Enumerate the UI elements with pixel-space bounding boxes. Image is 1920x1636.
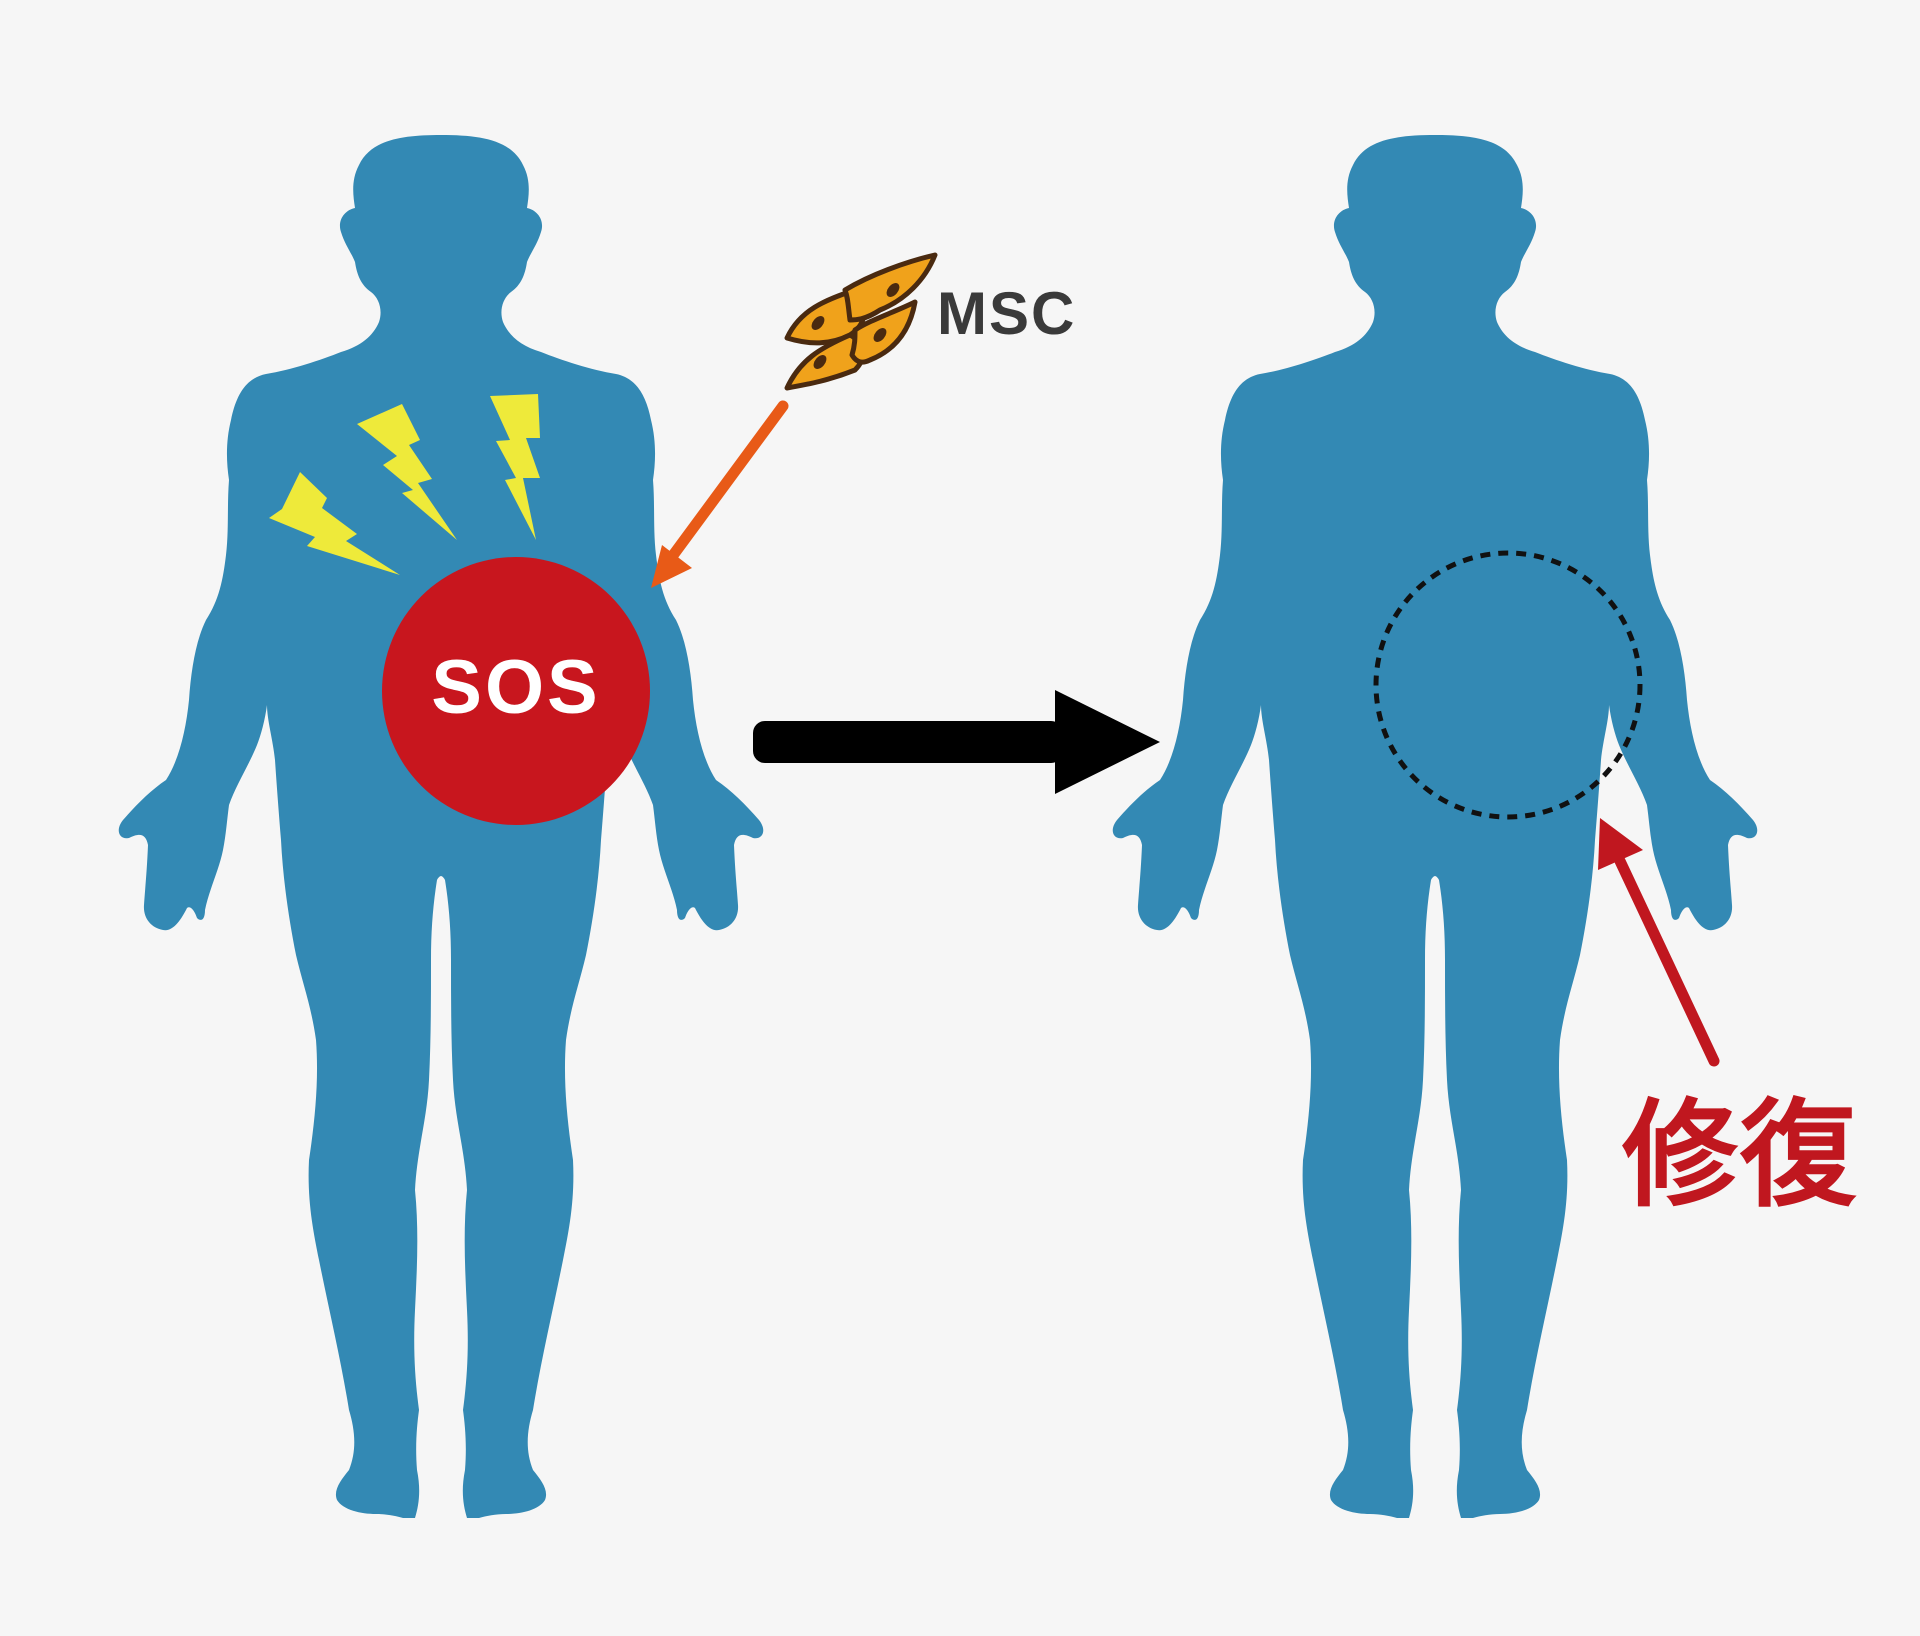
repair-label: 修復 [1622, 1088, 1858, 1223]
lightning-bolt-icon-2 [357, 404, 457, 540]
arrowhead-icon [651, 545, 692, 588]
healed-region-dashed-circle [1373, 550, 1643, 820]
msc-cells-icon [784, 252, 938, 391]
sos-circle [382, 557, 650, 825]
lightning-bolt-icon-1 [269, 472, 400, 575]
lightning-bolt-icon-3 [490, 394, 540, 540]
msc-label: MSC [937, 280, 1077, 347]
left-body-silhouette [119, 135, 764, 1518]
transition-arrow-icon [753, 690, 1160, 794]
arrowhead-icon [1598, 818, 1643, 870]
lightning-icon-group [269, 394, 540, 575]
msc-migration-arrow [651, 400, 789, 588]
repair-arrow [1598, 818, 1720, 1067]
right-body-silhouette [1113, 135, 1758, 1518]
sos-label: SOS [431, 645, 601, 730]
